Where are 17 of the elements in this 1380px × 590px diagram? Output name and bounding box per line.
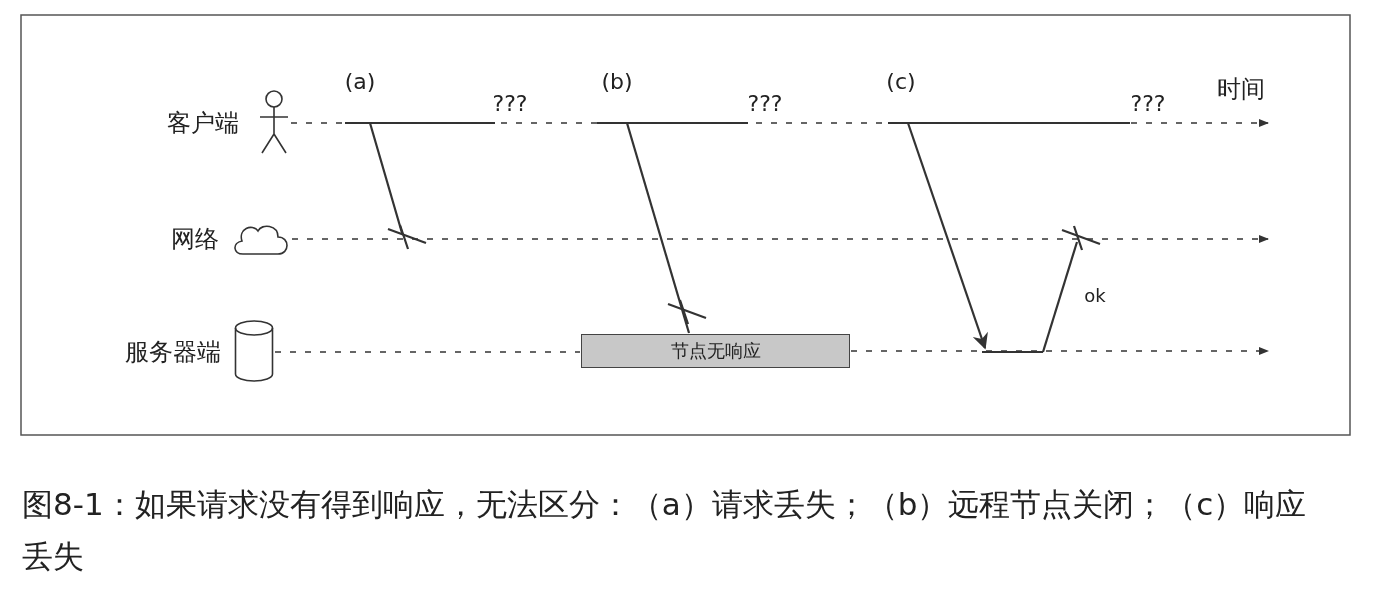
- timeline-arrow: [290, 119, 1269, 127]
- axis-label: 时间: [1217, 77, 1265, 101]
- timeline-arrow: [291, 235, 1269, 243]
- response-label: ok: [1084, 287, 1106, 305]
- row-label: 客户端: [167, 111, 239, 135]
- case-label: (b): [601, 71, 633, 93]
- question-marks: ???: [747, 93, 783, 115]
- caption: 图8-1：如果请求没有得到响应，无法区分：（a）请求丢失；（b）远程节点关闭；（c）响应丢失: [22, 485, 1308, 576]
- question-marks: ???: [1130, 93, 1166, 115]
- case-label: (a): [344, 71, 376, 93]
- message-line: [625, 122, 691, 334]
- row-label: 网络: [171, 227, 219, 251]
- question-marks: ???: [492, 93, 528, 115]
- status-box: 节点无响应: [581, 334, 850, 368]
- row-label: 服务器端: [125, 340, 221, 364]
- timeline-arrow: [850, 347, 1269, 355]
- case-label: (c): [886, 71, 916, 93]
